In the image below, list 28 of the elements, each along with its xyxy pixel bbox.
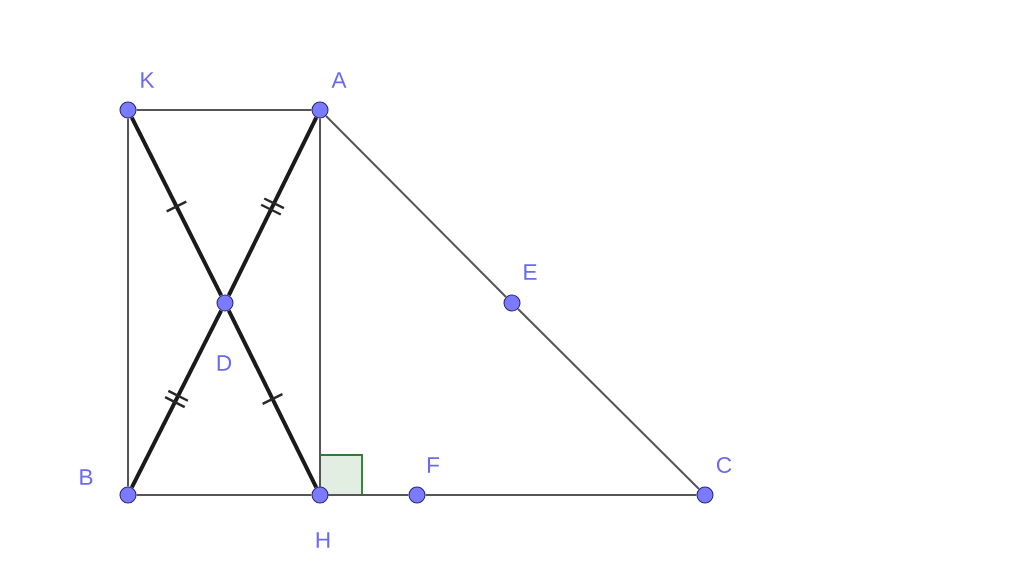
line-segment [327,494,410,496]
point [119,486,137,504]
line-segment [130,116,223,297]
point-label: B [80,469,93,485]
line-segment [424,494,698,496]
point [311,101,329,119]
point [696,486,714,504]
point [503,294,521,312]
point [119,101,137,119]
point [311,486,329,504]
line-segment [130,309,223,489]
line-segment [319,117,321,488]
point [216,294,234,312]
line-segment [325,115,507,298]
line-segment [135,109,313,111]
line-segment [517,308,700,490]
line-segment [227,116,319,297]
point-label: A [331,72,347,88]
point-label: D [217,355,232,371]
point-label: F [427,457,440,473]
point-label: H [316,532,330,548]
line-segment [227,309,318,489]
point-label: K [141,72,155,88]
point-label: E [524,264,537,280]
line-segment [135,494,313,496]
point [408,486,426,504]
point-label: C [716,456,732,474]
line-segment [127,117,129,488]
